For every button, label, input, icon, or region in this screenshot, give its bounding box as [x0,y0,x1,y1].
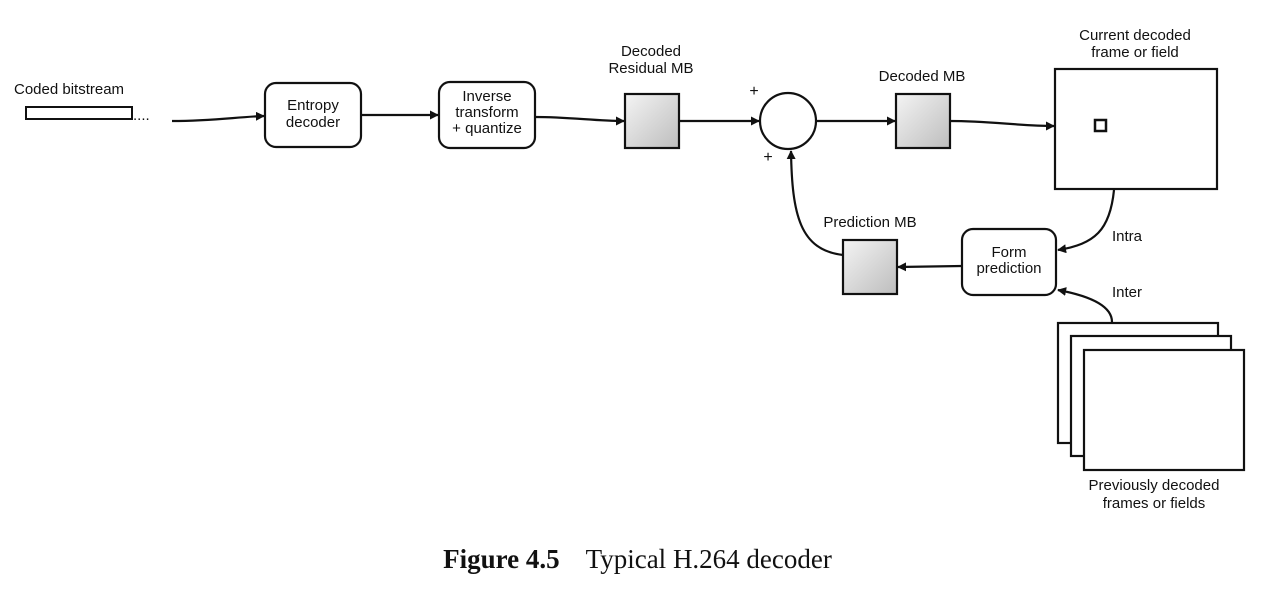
intra-label: Intra [1112,228,1143,245]
decoded-residual-mb [623,92,681,150]
entropy-decoder-label-1: Entropy [287,97,339,114]
figure-caption: Figure 4.5 Typical H.264 decoder [0,544,1275,575]
arrow-prediction-to-pred-mb [897,262,963,272]
inverse-transform-block: Inverse transform + quantize [437,80,537,150]
inverse-transform-label-2: transform [455,104,518,121]
decoded-mb-label: Decoded MB [879,68,966,85]
figure-title: Typical H.264 decoder [585,544,832,574]
form-prediction-label-2: prediction [976,260,1041,277]
decoded-residual-label-1: Decoded [621,43,681,60]
previous-frames-label-2: frames or fields [1103,495,1206,512]
entropy-decoder-block: Entropy decoder [263,81,363,149]
inverse-transform-label-1: Inverse [462,88,511,105]
previous-frames-stack [1056,321,1246,472]
previous-frames-label-1: Previously decoded [1089,477,1220,494]
current-frame-label-1: Current decoded [1079,27,1191,44]
inter-label: Inter [1112,284,1142,301]
summing-junction [758,91,818,151]
arrow-pred-mb-to-summer [786,150,844,257]
arrow-inverse-to-residual [534,115,625,126]
current-frame-label-2: frame or field [1091,44,1179,61]
inverse-transform-label-3: + quantize [452,120,522,137]
form-prediction-block: Form prediction [960,227,1058,297]
decoded-residual-label-2: Residual MB [608,60,693,77]
decoded-mb [894,92,952,150]
current-decoded-frame [1053,67,1219,191]
coded-bitstream-bar [25,106,133,120]
coded-bitstream-label: Coded bitstream [14,81,124,98]
current-mb-marker [1093,118,1108,133]
arrow-inter-to-prediction [1057,287,1114,323]
figure-number: Figure 4.5 [443,544,560,574]
arrow-bitstream-to-entropy [171,111,265,123]
prediction-mb-label: Prediction MB [823,214,916,231]
plus-sign-top: + [749,83,758,100]
arrow-intra-to-prediction [1057,189,1116,254]
form-prediction-label-1: Form [992,244,1027,261]
plus-sign-bottom: + [763,149,772,166]
bitstream-ellipsis: .... [133,107,150,124]
entropy-decoder-label-2: decoder [286,114,340,131]
prediction-mb [841,238,899,296]
arrow-decoded-mb-to-frame [949,119,1055,131]
h264-decoder-diagram: Coded bitstream .... Entropy decoder Inv… [14,27,1246,512]
